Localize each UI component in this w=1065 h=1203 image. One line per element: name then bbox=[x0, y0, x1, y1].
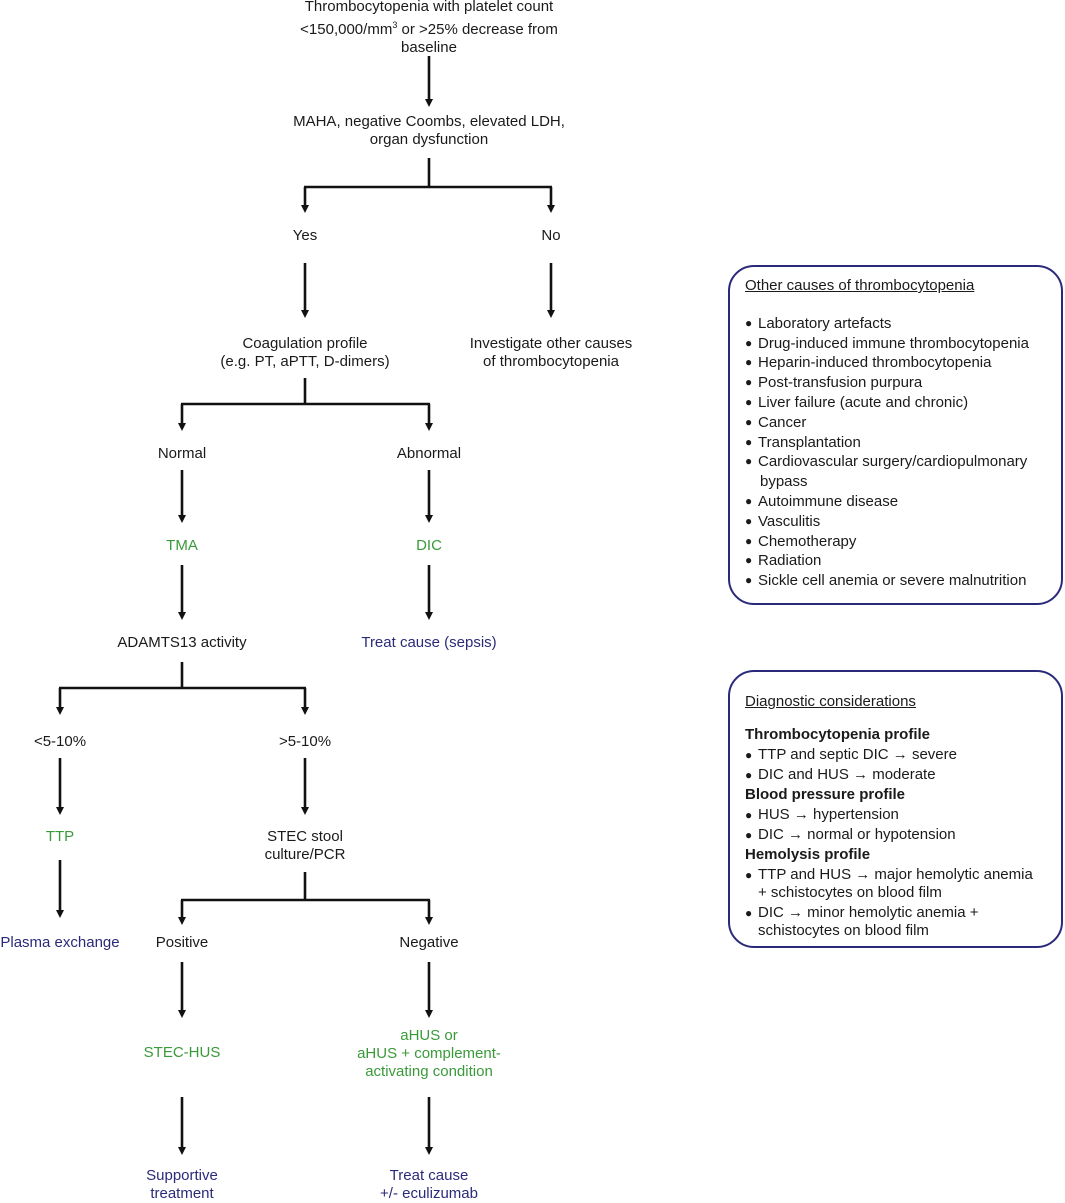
list-item: DIC → normal or hypotension bbox=[745, 826, 1047, 844]
list-item: Autoimmune disease bbox=[745, 492, 1047, 512]
node-negative: Negative bbox=[399, 934, 459, 951]
list-item: Transplantation bbox=[745, 433, 1047, 453]
section-heading-thrombocytopenia: Thrombocytopenia profile bbox=[745, 725, 931, 743]
start-line-2-sup: 3 bbox=[392, 20, 398, 30]
node-no: No bbox=[541, 227, 561, 244]
node-stec-stool-test: STEC stool culture/PCR bbox=[265, 828, 346, 864]
stec-test-line-2: culture/PCR bbox=[264, 846, 346, 863]
blood-pressure-profile-list: HUS → hypertension DIC → normal or hypot… bbox=[745, 806, 1047, 844]
node-positive: Positive bbox=[155, 934, 209, 951]
node-maha: MAHA, negative Coombs, elevated LDH, org… bbox=[293, 113, 565, 149]
ahus-line-2: aHUS + complement- bbox=[357, 1045, 501, 1062]
coag-line-1: Coagulation profile bbox=[242, 335, 368, 352]
node-ttp: TTP bbox=[45, 828, 75, 845]
node-abnormal: Abnormal bbox=[396, 445, 462, 462]
list-item: Laboratory artefacts bbox=[745, 314, 1047, 334]
other-causes-title: Other causes of thrombocytopenia bbox=[745, 277, 975, 294]
list-item: TTP and septic DIC → severe bbox=[745, 746, 1047, 764]
list-item: DIC and HUS → moderate bbox=[745, 766, 1047, 784]
list-item-continuation: + schistocytes on blood film bbox=[758, 883, 942, 901]
list-item: Radiation bbox=[745, 551, 1047, 571]
node-treat-cause-eculizumab: Treat cause +/- eculizumab bbox=[380, 1167, 478, 1203]
section-heading-hemolysis: Hemolysis profile bbox=[745, 845, 871, 863]
node-yes: Yes bbox=[292, 227, 318, 244]
start-line-3: baseline bbox=[401, 39, 457, 56]
ahus-line-1: aHUS or bbox=[400, 1027, 458, 1044]
treat-ecu-line-1: Treat cause bbox=[389, 1167, 469, 1184]
node-supportive-treatment: Supportive treatment bbox=[146, 1167, 218, 1203]
node-high-activity: >5-10% bbox=[278, 733, 332, 750]
list-item-text: DIC → minor hemolytic anemia + bbox=[758, 903, 979, 921]
node-tma: TMA bbox=[166, 537, 198, 554]
supportive-line-2: treatment bbox=[150, 1185, 214, 1202]
node-start-criteria: Thrombocytopenia with platelet count <15… bbox=[300, 0, 558, 57]
list-item: Cancer bbox=[745, 413, 1047, 433]
list-item: DIC → minor hemolytic anemia +schistocyt… bbox=[745, 904, 1047, 940]
node-coagulation-profile: Coagulation profile (e.g. PT, aPTT, D-di… bbox=[220, 335, 389, 371]
list-item-text: Cardiovascular surgery/cardiopulmonary bbox=[758, 453, 1028, 471]
list-item: HUS → hypertension bbox=[745, 806, 1047, 824]
hemolysis-profile-list: TTP and HUS → major hemolytic anemia+ sc… bbox=[745, 866, 1047, 940]
thrombocytopenia-profile-list: TTP and septic DIC → severe DIC and HUS … bbox=[745, 746, 1047, 784]
list-item: Sickle cell anemia or severe malnutritio… bbox=[745, 571, 1047, 591]
other-causes-list: Laboratory artefacts Drug-induced immune… bbox=[745, 314, 1047, 591]
list-item: TTP and HUS → major hemolytic anemia+ sc… bbox=[745, 866, 1047, 902]
list-item: Vasculitis bbox=[745, 512, 1047, 532]
list-item: Post-transfusion purpura bbox=[745, 373, 1047, 393]
investigate-line-2: of thrombocytopenia bbox=[483, 353, 619, 370]
list-item: Liver failure (acute and chronic) bbox=[745, 393, 1047, 413]
maha-line-2: organ dysfunction bbox=[369, 131, 489, 148]
node-investigate-other: Investigate other causes of thrombocytop… bbox=[470, 335, 633, 371]
list-item: Heparin-induced thrombocytopenia bbox=[745, 353, 1047, 373]
node-low-activity: <5-10% bbox=[33, 733, 87, 750]
list-item-text: TTP and HUS → major hemolytic anemia bbox=[758, 865, 1033, 883]
list-item: Chemotherapy bbox=[745, 532, 1047, 552]
coag-line-2: (e.g. PT, aPTT, D-dimers) bbox=[220, 353, 390, 370]
start-line-2-pre: <150,000/mm bbox=[300, 21, 393, 38]
start-line-2: <150,000/mm3 or >25% decrease from bbox=[300, 16, 558, 39]
section-heading-blood-pressure: Blood pressure profile bbox=[745, 785, 906, 803]
node-stec-hus: STEC-HUS bbox=[143, 1044, 221, 1061]
stec-test-line-1: STEC stool bbox=[267, 828, 343, 845]
start-line-2-post: or >25% decrease from bbox=[397, 21, 558, 38]
node-plasma-exchange: Plasma exchange bbox=[0, 934, 120, 951]
node-ahus: aHUS or aHUS + complement- activating co… bbox=[357, 1027, 501, 1081]
investigate-line-1: Investigate other causes bbox=[469, 335, 633, 352]
node-treat-sepsis: Treat cause (sepsis) bbox=[361, 634, 497, 651]
treat-ecu-line-2: +/- eculizumab bbox=[380, 1185, 478, 1202]
other-causes-panel: Other causes of thrombocytopenia Laborat… bbox=[728, 265, 1063, 605]
diagnostic-considerations-panel: Diagnostic considerations Thrombocytopen… bbox=[728, 670, 1063, 948]
list-item: Drug-induced immune thrombocytopenia bbox=[745, 334, 1047, 354]
diagnostic-title: Diagnostic considerations bbox=[745, 693, 916, 710]
list-item-continuation: schistocytes on blood film bbox=[758, 921, 929, 939]
supportive-line-1: Supportive bbox=[146, 1167, 218, 1184]
start-line-1: Thrombocytopenia with platelet count bbox=[304, 0, 554, 15]
node-dic: DIC bbox=[416, 537, 442, 554]
maha-line-1: MAHA, negative Coombs, elevated LDH, bbox=[293, 113, 565, 130]
node-adamts13-activity: ADAMTS13 activity bbox=[117, 634, 247, 651]
list-item: Cardiovascular surgery/cardiopulmonary by… bbox=[745, 452, 1047, 492]
list-item-continuation: bypass bbox=[760, 473, 808, 491]
node-normal: Normal bbox=[157, 445, 207, 462]
ahus-line-3: activating condition bbox=[365, 1063, 493, 1080]
